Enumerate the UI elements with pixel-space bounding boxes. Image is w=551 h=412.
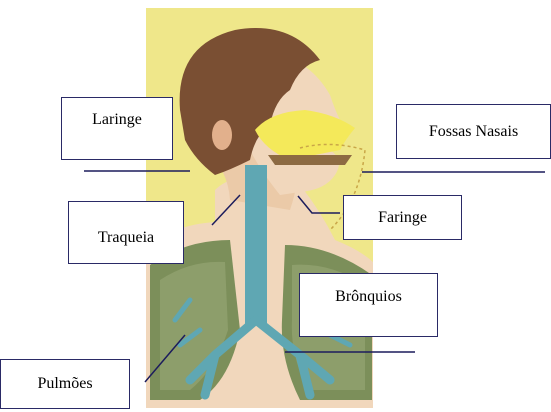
label-bronquios: Brônquios: [299, 273, 438, 337]
label-pulmoes-text: Pulmões: [37, 375, 92, 393]
label-faringe: Faringe: [343, 195, 462, 240]
ear: [212, 120, 232, 150]
label-laringe-text: Laringe: [92, 111, 142, 129]
label-traqueia-text: Traqueia: [98, 229, 154, 247]
label-bronquios-text: Brônquios: [335, 288, 402, 306]
label-traqueia: Traqueia: [68, 201, 184, 264]
label-laringe: Laringe: [61, 97, 173, 160]
label-faringe-text: Faringe: [378, 209, 427, 227]
label-pulmoes: Pulmões: [0, 359, 130, 409]
oral-cavity: [268, 155, 352, 165]
label-fossas-nasais: Fossas Nasais: [396, 104, 551, 159]
trachea: [245, 165, 267, 325]
label-fossas-nasais-text: Fossas Nasais: [429, 123, 518, 141]
